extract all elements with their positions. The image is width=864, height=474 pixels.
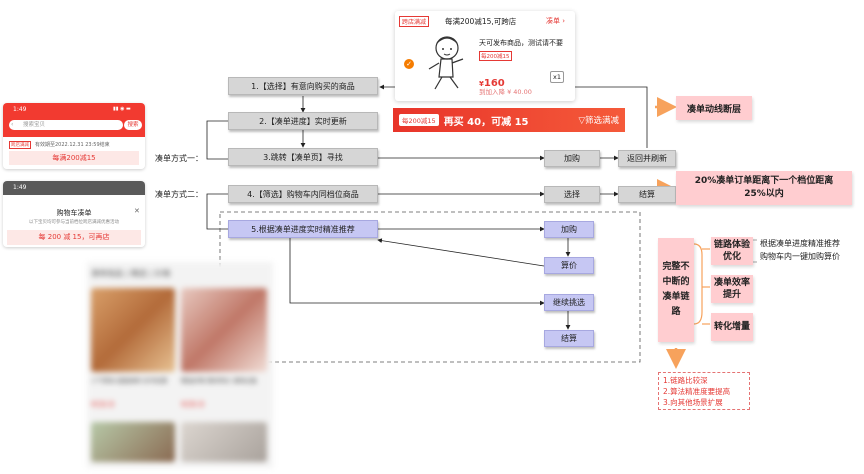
callout-complete-chain: 完整不中断的凑单链路 [658,238,694,342]
issue-item: 3.向其他场景扩展 [663,398,723,407]
blurred-product-grid: 凑单商品 | 精选 | 价格 人气零食 超值凑单 好评如潮 精选好物 限时特价 … [87,262,273,468]
node-add-cart: 加购 [544,150,600,167]
grid-header: 凑单商品 | 精选 | 价格 [91,269,171,278]
issue-item: 2.算法精准度要提高 [663,387,731,396]
cross-store-tag: 跨店满减 [9,141,31,149]
banner-text: 再买 40，可减 15 [443,116,529,128]
phone-screen-2: 1:49 购物车凑单 ✕ 以下宝贝均可参与当前档位跨店满减优惠活动 每 200 … [3,181,145,247]
node-checkout-2: 结算 [544,330,594,347]
promo-banner: 每200减15 再买 40，可减 15 ▽筛选满减 [393,108,625,132]
product-card: 跨店满减 每满200减15,可跨店 凑单 › ✓ 天可发布商品，测试请不要 每2… [395,11,575,101]
issue-item: 1.链路比较深 [663,376,708,385]
product-name: 人气零食 超值凑单 好评如潮 [91,378,167,385]
sheet-title: 购物车凑单 [56,209,92,217]
close-icon[interactable]: ✕ [134,207,140,215]
step-5-recommend: 5.根据凑单进度实时精准推荐 [228,220,378,238]
sheet-subtitle: 以下宝贝均可参与当前档位跨店满减优惠活动 [29,220,119,225]
filter-full-reduction-button[interactable]: ▽筛选满减 [578,116,619,126]
node-checkout: 结算 [618,186,676,203]
status-time: 1:49 [13,184,27,191]
validity-date: 有效期至2022.12.31 23:59结束 [35,142,110,148]
method-two-label: 凑单方式二： [155,190,203,199]
callout-distance: 20%凑单订单距离下一个档位距离25%以内 [676,171,852,205]
tag-conversion-increase: 转化增量 [711,313,753,341]
cartoon-boy-image [428,36,464,90]
status-time: 1:49 [13,106,27,113]
status-icons: ▮▮ ◉ ▬ [113,106,131,112]
step-3-jump: 3.跳转【凑单页】寻找 [228,148,378,166]
product-image [181,288,267,372]
search-button[interactable]: 搜索 [124,120,142,130]
promo-text: 每满200减15,可跨店 [445,17,517,26]
product-price: ¥29.9 [181,400,204,409]
step-4-filter: 4.【筛选】购物车内同档位商品 [228,185,378,203]
product-title: 天可发布商品，测试请不要 [479,39,563,47]
issues-box: 1.链路比较深 2.算法精准度要提高 3.向其他场景扩展 [658,372,750,410]
tag-efficiency-boost: 凑单效率提升 [711,275,753,303]
search-input[interactable]: 搜索宝贝 [9,120,123,130]
checkbox-checked-icon[interactable]: ✓ [404,59,414,69]
coudan-link[interactable]: 凑单 › [546,17,566,25]
node-select: 选择 [544,186,600,203]
cross-store-tag: 跨店满减 [399,16,430,27]
node-price-calc: 算价 [544,257,594,274]
banner-tag: 每200减15 [399,114,439,126]
quantity-badge[interactable]: x1 [550,71,564,83]
promo-row: 每满200减15 [9,151,139,165]
sub-price: 到加入降 ¥ 40.00 [479,88,532,96]
tag-experience-optimize: 链路体验优化 [711,237,753,265]
desc-precise-recommend: 根据凑单进度精准推荐 [760,239,840,248]
product-price: ¥160 [479,78,505,89]
node-add-cart-2: 加购 [544,221,594,238]
product-price: ¥19.9 [91,400,114,409]
node-back-refresh: 返回并刷新 [618,150,676,167]
back-icon[interactable]: ‹ [11,121,14,128]
product-image [91,422,175,462]
product-image [91,288,175,372]
node-continue-pick: 继续挑选 [544,294,594,311]
mini-promo-tag: 每200减15 [479,51,512,61]
step-1-select: 1.【选择】有意向购买的商品 [228,77,378,95]
step-2-progress: 2.【凑单进度】实时更新 [228,112,378,130]
product-image [181,422,267,462]
method-one-label: 凑单方式一： [155,154,203,163]
phone-screen-1: 1:49 ▮▮ ◉ ▬ 搜索宝贝 ‹ 搜索 跨店满减 有效期至2022.12.3… [3,103,145,169]
callout-broken-flow: 凑单动线断层 [676,96,752,120]
product-name: 精选好物 限时特价 凑单必备 [181,378,257,385]
desc-one-click-add: 购物车内一键加购算价 [760,252,840,261]
promo-row: 每 200 减 15，可再店 [7,230,141,245]
